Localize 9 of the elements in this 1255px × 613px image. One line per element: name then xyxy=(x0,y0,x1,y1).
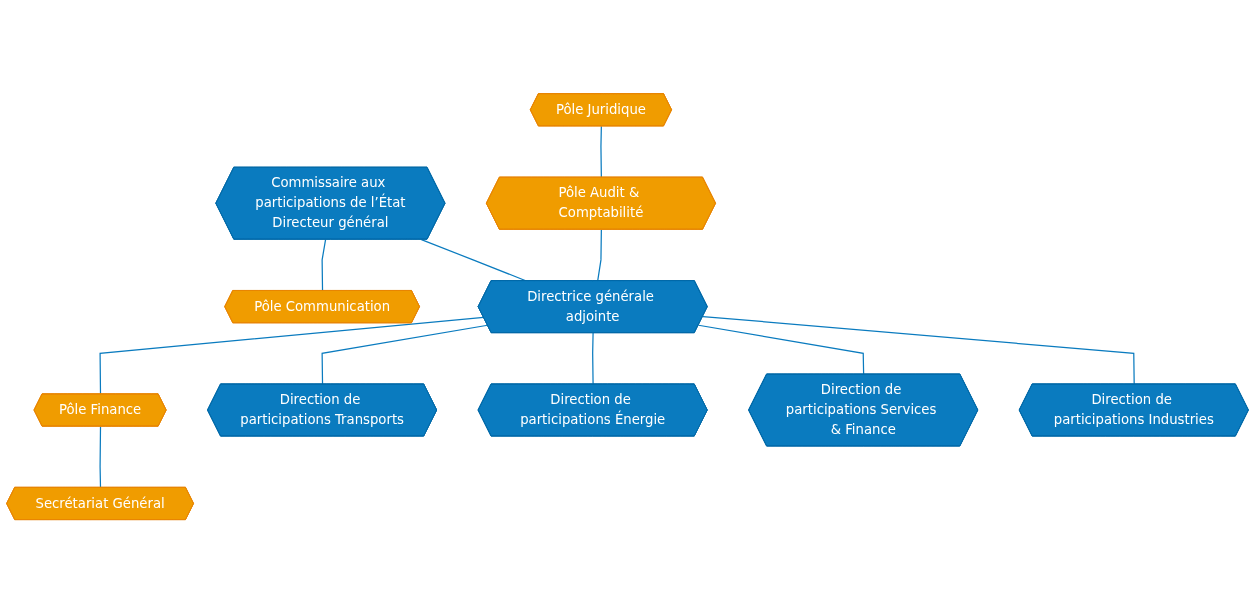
connector xyxy=(99,316,485,395)
connector xyxy=(321,238,327,292)
connector xyxy=(597,228,602,282)
connector xyxy=(697,324,865,375)
connector xyxy=(99,425,102,489)
connector xyxy=(600,125,602,179)
connector xyxy=(321,324,489,385)
connector xyxy=(592,332,594,385)
connector xyxy=(702,315,1135,385)
